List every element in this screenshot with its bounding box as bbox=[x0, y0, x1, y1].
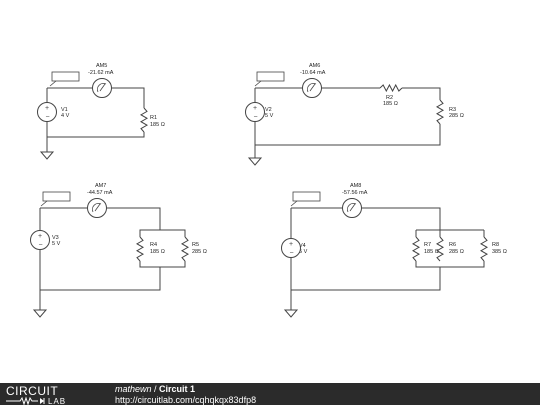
r5-value: 285 Ω bbox=[192, 249, 207, 255]
am7-name: AM7 bbox=[95, 183, 106, 189]
voltage-source-v3-icon bbox=[30, 230, 50, 250]
ammeter-am6-icon-arc bbox=[307, 83, 317, 93]
circuit-4-label-box bbox=[292, 191, 321, 202]
voltage-source-v1-icon-plus: + bbox=[45, 105, 49, 112]
r5-name: R5 bbox=[192, 242, 199, 248]
v3-name: V3 bbox=[52, 235, 59, 241]
logo-top-text: CIRCUIT bbox=[6, 385, 58, 398]
voltage-source-v4-icon-plus: + bbox=[289, 241, 293, 248]
logo-resistor-icon bbox=[6, 396, 38, 405]
voltage-source-v2-icon-plus: + bbox=[253, 105, 257, 112]
v1-value: 4 V bbox=[61, 113, 70, 119]
breadcrumb-separator: / bbox=[151, 384, 160, 394]
am8-name: AM8 bbox=[350, 183, 361, 189]
circuit-3-label-box bbox=[42, 191, 71, 202]
r3-value: 285 Ω bbox=[449, 113, 464, 119]
voltage-source-v1-icon-minus: − bbox=[46, 114, 50, 121]
circuit-4-label-pointer bbox=[290, 200, 298, 207]
footer-info: mathewn / Circuit 1 http://circuitlab.co… bbox=[115, 384, 256, 406]
am6-reading: -10.64 mA bbox=[300, 70, 326, 76]
voltage-source-v2-icon bbox=[245, 102, 265, 122]
resistor-r1-icon bbox=[139, 107, 149, 133]
r2-name: R2 bbox=[386, 95, 393, 101]
voltage-source-v4-icon bbox=[281, 238, 301, 258]
resistor-r7-icon bbox=[411, 236, 421, 262]
r1-value: 185 Ω bbox=[150, 122, 165, 128]
ammeter-am5-icon-needle bbox=[99, 83, 106, 92]
v1-name: V1 bbox=[61, 107, 68, 113]
circuit-1-label-box bbox=[51, 71, 80, 82]
resistor-r5-icon bbox=[180, 236, 190, 262]
voltage-source-v2-icon-minus: − bbox=[254, 114, 258, 121]
resistor-r2-icon bbox=[379, 83, 403, 93]
ammeter-am7-icon-arc bbox=[92, 203, 102, 213]
am6-name: AM6 bbox=[309, 63, 320, 69]
wires bbox=[39, 87, 485, 310]
circuit-1-label-pointer bbox=[49, 80, 57, 87]
ground-2-icon bbox=[247, 157, 263, 166]
r6-name: R6 bbox=[449, 242, 456, 248]
circuitlab-logo: CIRCUIT LAB bbox=[6, 385, 66, 405]
r8-value: 385 Ω bbox=[492, 249, 507, 255]
logo-bottom-text: LAB bbox=[48, 397, 66, 405]
r7-name: R7 bbox=[424, 242, 431, 248]
circuit-url[interactable]: http://circuitlab.com/cqhqkqx83dfp8 bbox=[115, 395, 257, 405]
v4-value: 5 V bbox=[299, 249, 308, 255]
r7-value: 185 Ω bbox=[424, 249, 439, 255]
am5-name: AM5 bbox=[96, 63, 107, 69]
voltage-source-v3-icon-plus: + bbox=[38, 233, 42, 240]
ammeter-am5-icon-arc bbox=[97, 83, 107, 93]
r4-value: 185 Ω bbox=[150, 249, 165, 255]
r8-name: R8 bbox=[492, 242, 499, 248]
ammeter-am8-icon-arc bbox=[347, 203, 357, 213]
resistor-r4-icon bbox=[135, 236, 145, 262]
footer-bar: CIRCUIT LAB mathewn / Circuit 1 http://c… bbox=[0, 383, 540, 405]
resistor-r8-icon bbox=[479, 236, 489, 262]
r6-value: 285 Ω bbox=[449, 249, 464, 255]
voltage-source-v1-icon bbox=[37, 102, 57, 122]
v2-value: 5 V bbox=[265, 113, 274, 119]
circuit-2-label-pointer bbox=[254, 80, 262, 87]
author-link[interactable]: mathewn bbox=[115, 384, 152, 394]
circuit-3-label-pointer bbox=[40, 200, 48, 207]
voltage-source-v3-icon-minus: − bbox=[39, 242, 43, 249]
voltage-source-v4-icon-minus: − bbox=[290, 250, 294, 257]
r4-name: R4 bbox=[150, 242, 157, 248]
am5-reading: -21.62 mA bbox=[88, 70, 114, 76]
v2-name: V2 bbox=[265, 107, 272, 113]
ground-3-icon bbox=[32, 309, 48, 318]
circuit-2-label-box bbox=[256, 71, 285, 82]
v4-name: V4 bbox=[299, 243, 306, 249]
v3-value: 5 V bbox=[52, 241, 61, 247]
r2-value: 185 Ω bbox=[383, 101, 398, 107]
ammeter-am6-icon-needle bbox=[309, 83, 316, 92]
circuit-title[interactable]: Circuit 1 bbox=[159, 384, 196, 394]
ground-1-icon bbox=[39, 151, 55, 160]
r1-name: R1 bbox=[150, 115, 157, 121]
resistor-r6-icon bbox=[435, 236, 445, 262]
ammeter-am8-icon-needle bbox=[349, 203, 356, 212]
am7-reading: -44.57 mA bbox=[87, 190, 113, 196]
r3-name: R3 bbox=[449, 107, 456, 113]
ammeter-am7-icon-needle bbox=[94, 203, 101, 212]
resistor-r3-icon bbox=[435, 99, 445, 125]
am8-reading: -57.56 mA bbox=[342, 190, 368, 196]
logo-diode-icon bbox=[40, 398, 44, 404]
ground-4-icon bbox=[283, 309, 299, 318]
